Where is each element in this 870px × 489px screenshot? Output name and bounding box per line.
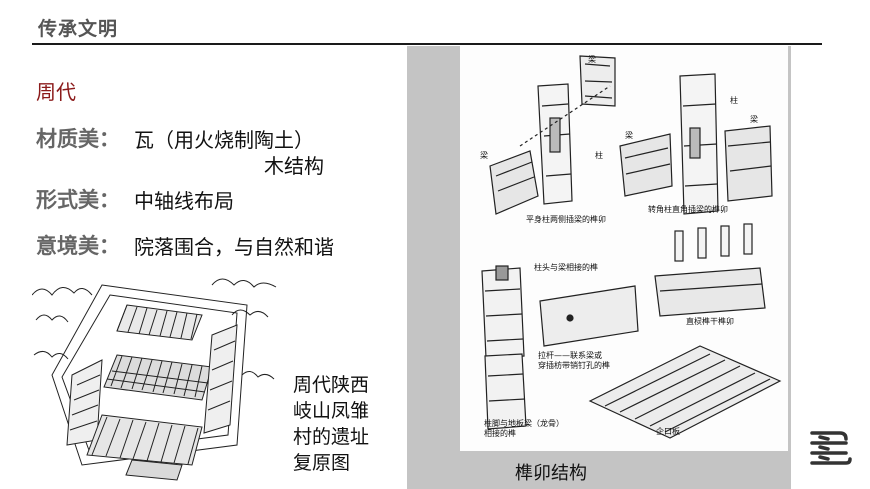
courtyard-caption-line-1: 周代陕西: [293, 374, 370, 396]
book-stack-icon: [810, 431, 852, 465]
label-fig5-line1: 拉杆——联系梁或: [538, 350, 602, 360]
label-col-b: 柱: [730, 95, 738, 105]
label-fig4: 直棂榫干榫卯: [686, 316, 734, 326]
label-fig7: 企口板: [656, 426, 680, 436]
label-col-a: 柱: [595, 150, 603, 160]
label-fig5-line2: 穿插枋带销钉孔的榫: [538, 360, 610, 370]
label-beam-d: 梁: [750, 115, 758, 124]
mortise-tenon-illustrations: 梁 柱 梁 柱 梁 梁 平身柱两侧插梁的榫卯 转角柱直角插梁的榫卯 柱头与梁相接…: [480, 55, 782, 439]
label-fig3: 柱头与梁相接的榫: [534, 262, 598, 272]
material-beauty-text: 瓦（用火烧制陶土）: [134, 128, 314, 152]
label-fig2: 转角柱直角插梁的榫卯: [648, 204, 728, 214]
courtyard-caption-line-4: 复原图: [293, 452, 351, 474]
form-beauty-label: 形式美：: [36, 188, 120, 212]
label-fig6-line1: 柱脚与地板梁（龙骨）: [484, 418, 564, 428]
era-label: 周代: [36, 80, 76, 104]
title-divider: [32, 43, 822, 45]
form-beauty-text: 中轴线布局: [134, 189, 234, 213]
courtyard-reconstruction-drawing: [32, 278, 277, 481]
label-beam-a: 梁: [588, 55, 596, 64]
courtyard-caption-line-2: 岐山凤雏: [293, 400, 370, 422]
label-fig1: 平身柱两侧插梁的榫卯: [526, 214, 606, 224]
mood-beauty-label: 意境美：: [36, 234, 120, 258]
mood-beauty-text: 院落围合，与自然和谐: [134, 235, 334, 259]
label-beam-c: 梁: [625, 131, 633, 140]
section-title: 传承文明: [38, 18, 119, 40]
joinery-caption: 榫卯结构: [515, 463, 587, 484]
label-beam-b: 梁: [480, 151, 488, 160]
courtyard-caption-line-3: 村的遗址: [293, 426, 370, 448]
material-beauty-label: 材质美：: [36, 127, 120, 151]
material-beauty-extra: 木结构: [264, 154, 324, 178]
joinery-diagram: 梁 柱 梁 柱 梁 梁 平身柱两侧插梁的榫卯 转角柱直角插梁的榫卯 柱头与梁相接…: [460, 46, 788, 451]
label-fig6-line2: 相接的榫: [484, 428, 516, 438]
